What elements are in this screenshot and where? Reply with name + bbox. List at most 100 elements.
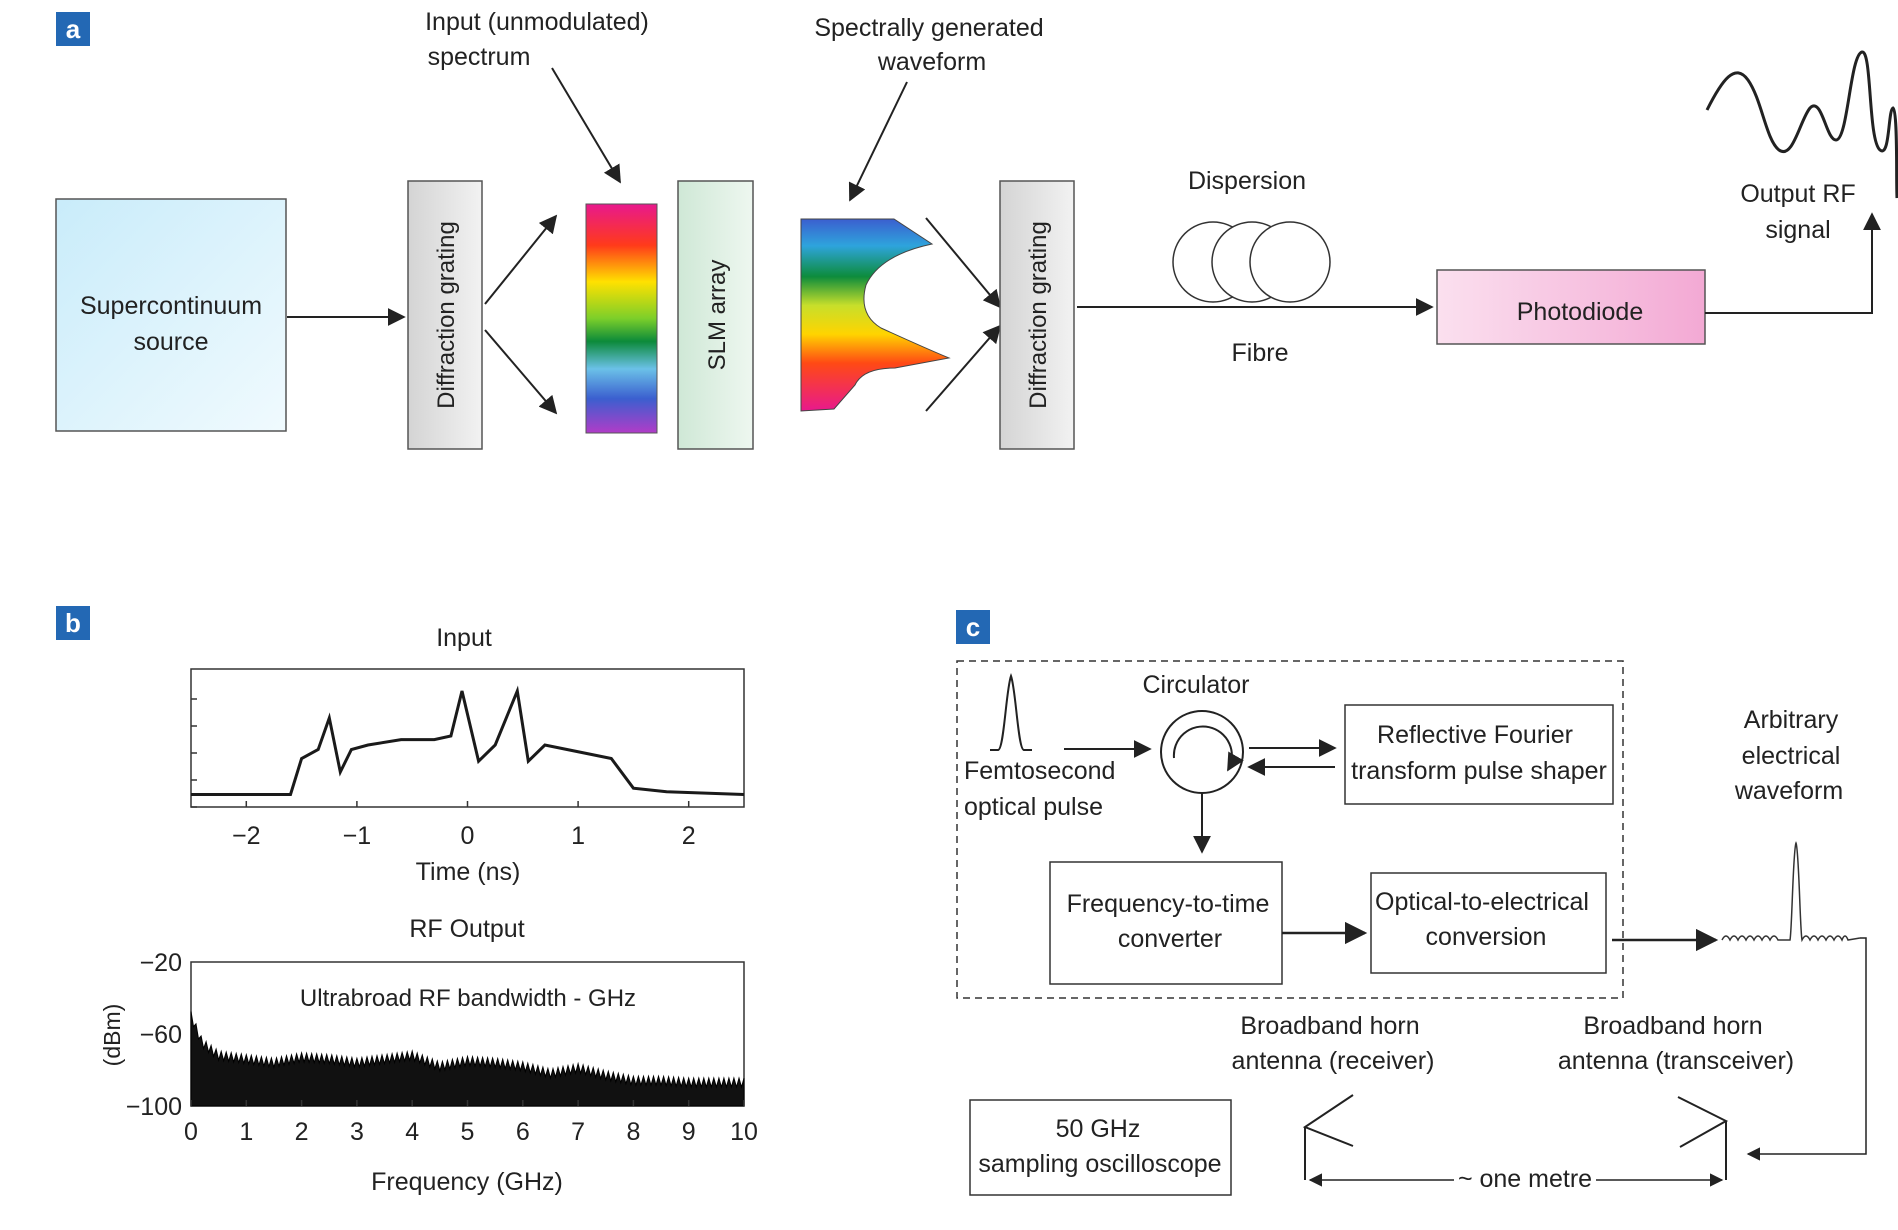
diffraction-grating-1: Diffraction grating <box>407 180 483 450</box>
transceiver-horn-antenna-icon <box>1677 1096 1729 1148</box>
circulator-label: Circulator <box>1143 671 1250 699</box>
transceiver-label-line2: antenna (transceiver) <box>1558 1047 1794 1075</box>
rf-y-tick-label: −100 <box>126 1093 182 1121</box>
input-time-chart: Input −2 −1 0 1 2 Time (ns) <box>190 624 745 886</box>
scope-label-line1: 50 GHz <box>1056 1115 1141 1143</box>
arb-waveform-label-line2: electrical <box>1742 742 1841 770</box>
f2t-label-line1: Frequency-to-time <box>1067 890 1270 918</box>
arbitrary-waveform-icon <box>1721 841 1861 943</box>
grating2-label: Diffraction grating <box>1025 221 1052 409</box>
scope-label-line2: sampling oscilloscope <box>978 1150 1221 1178</box>
input-spectrum-label-line2: spectrum <box>428 43 531 71</box>
input-x-tick-label: 1 <box>571 822 585 850</box>
panel-c-badge: c <box>956 610 990 644</box>
diffraction-grating-2: Diffraction grating <box>999 180 1075 450</box>
input-x-axis-label: Time (ns) <box>416 858 521 886</box>
rf-series-area <box>190 1011 745 1107</box>
circulator-icon <box>1160 710 1244 794</box>
rf-x-axis-label: Frequency (GHz) <box>371 1168 563 1196</box>
source-label-line1: Supercontinuum <box>80 292 262 320</box>
o2e-label-line1: Optical-to-electrical <box>1375 888 1589 916</box>
input-spectrum-bar <box>585 203 658 434</box>
input-x-tick-label: −1 <box>343 822 372 850</box>
spectral-waveform-shape <box>800 218 951 412</box>
rf-x-tick-label: 9 <box>682 1118 696 1146</box>
receiver-label-line1: Broadband horn <box>1240 1012 1419 1040</box>
rf-output-chart: RF Output Ultrabroad RF bandwidth - GHz … <box>99 915 758 1196</box>
transceiver-label-line1: Broadband horn <box>1583 1012 1762 1040</box>
input-plot-area <box>190 668 745 808</box>
rf-x-tick-label: 2 <box>295 1118 309 1146</box>
photodiode-output-arrow <box>1705 212 1881 314</box>
oscilloscope-box: 50 GHz sampling oscilloscope <box>969 1099 1232 1196</box>
rf-annotation: Ultrabroad RF bandwidth - GHz <box>300 985 636 1012</box>
shaper-label-line2: transform pulse shaper <box>1351 757 1607 785</box>
shaper-label-line1: Reflective Fourier <box>1377 721 1573 749</box>
optical-to-electrical-box: Optical-to-electrical conversion <box>1370 872 1607 974</box>
rf-y-axis-label: (dBm) <box>99 1004 125 1067</box>
arb-waveform-label-line3: waveform <box>1734 777 1843 805</box>
rf-x-tick-label: 0 <box>184 1118 198 1146</box>
photodiode-label: Photodiode <box>1517 298 1644 326</box>
f2t-label-line2: converter <box>1118 925 1222 953</box>
receiver-label-line2: antenna (receiver) <box>1232 1047 1435 1075</box>
rf-x-tick-label: 3 <box>350 1118 364 1146</box>
input-spectrum-pointer <box>551 67 621 184</box>
rf-x-tick-label: 8 <box>626 1118 640 1146</box>
waveform-pointer <box>848 81 908 202</box>
split-arrow-down <box>484 329 558 415</box>
pulse-label-line2: optical pulse <box>964 793 1103 821</box>
rf-x-tick-label: 4 <box>405 1118 419 1146</box>
panel-c: c Femtosecond optical pulse Circulator R… <box>956 610 1867 1196</box>
combine-arrow-top <box>925 217 1002 309</box>
input-x-tick-label: 2 <box>682 822 696 850</box>
panel-a-letter: a <box>66 14 81 44</box>
waveform-to-transceiver-line <box>1746 937 1867 1161</box>
rf-x-tick-label: 6 <box>516 1118 530 1146</box>
grating1-label: Diffraction grating <box>433 221 460 409</box>
rf-x-tick-label: 5 <box>461 1118 475 1146</box>
waveform-label-line2: waveform <box>877 48 986 76</box>
fibre-spool-icon <box>1172 221 1331 303</box>
rf-x-tick-label: 10 <box>730 1118 758 1146</box>
dashed-system-boundary <box>956 660 1624 999</box>
panel-b: b Input −2 −1 0 1 2 Time (ns) RF Output Ultr… <box>56 606 758 1196</box>
panel-b-badge: b <box>56 606 90 640</box>
input-x-ticks: −2 −1 0 1 2 <box>232 801 696 850</box>
slm-array: SLM array <box>677 180 754 450</box>
output-rf-signal-icon <box>1705 50 1898 199</box>
fibre-label: Fibre <box>1232 339 1289 367</box>
panel-b-letter: b <box>65 608 81 638</box>
output-rf-label-line2: signal <box>1765 216 1830 244</box>
input-series-line <box>191 685 745 796</box>
output-rf-label-line1: Output RF <box>1740 180 1855 208</box>
photodiode-box: Photodiode <box>1436 269 1706 345</box>
source-label-line2: source <box>133 328 208 356</box>
rf-y-tick-label: −20 <box>140 949 182 977</box>
rf-y-ticks: −20 −60 −100 <box>126 949 182 1121</box>
panel-a: a Supercontinuum source Diffraction grat… <box>55 8 1898 450</box>
pulse-label-line1: Femtosecond <box>964 757 1115 785</box>
input-x-tick-label: −2 <box>232 822 261 850</box>
input-x-tick-label: 0 <box>461 822 475 850</box>
optical-pulse-icon <box>990 673 1032 751</box>
pulse-shaper-box: Reflective Fourier transform pulse shape… <box>1344 704 1614 805</box>
supercontinuum-source-box: Supercontinuum source <box>55 198 287 432</box>
panel-a-badge: a <box>56 12 90 46</box>
receiver-horn-antenna-icon <box>1302 1094 1354 1147</box>
slm-label: SLM array <box>704 260 731 371</box>
rf-chart-title: RF Output <box>409 915 524 943</box>
rf-x-tick-label: 7 <box>571 1118 585 1146</box>
input-chart-title: Input <box>436 624 492 652</box>
combine-arrow-bottom <box>925 324 1002 412</box>
dispersion-label: Dispersion <box>1188 167 1306 195</box>
o2e-label-line2: conversion <box>1426 923 1547 951</box>
waveform-label-line1: Spectrally generated <box>814 14 1043 42</box>
frequency-to-time-box: Frequency-to-time converter <box>1049 861 1283 985</box>
rf-y-tick-label: −60 <box>140 1021 182 1049</box>
input-spectrum-label-line1: Input (unmodulated) <box>425 8 649 36</box>
arb-waveform-label-line1: Arbitrary <box>1744 706 1839 734</box>
distance-label: ~ one metre <box>1458 1165 1592 1193</box>
